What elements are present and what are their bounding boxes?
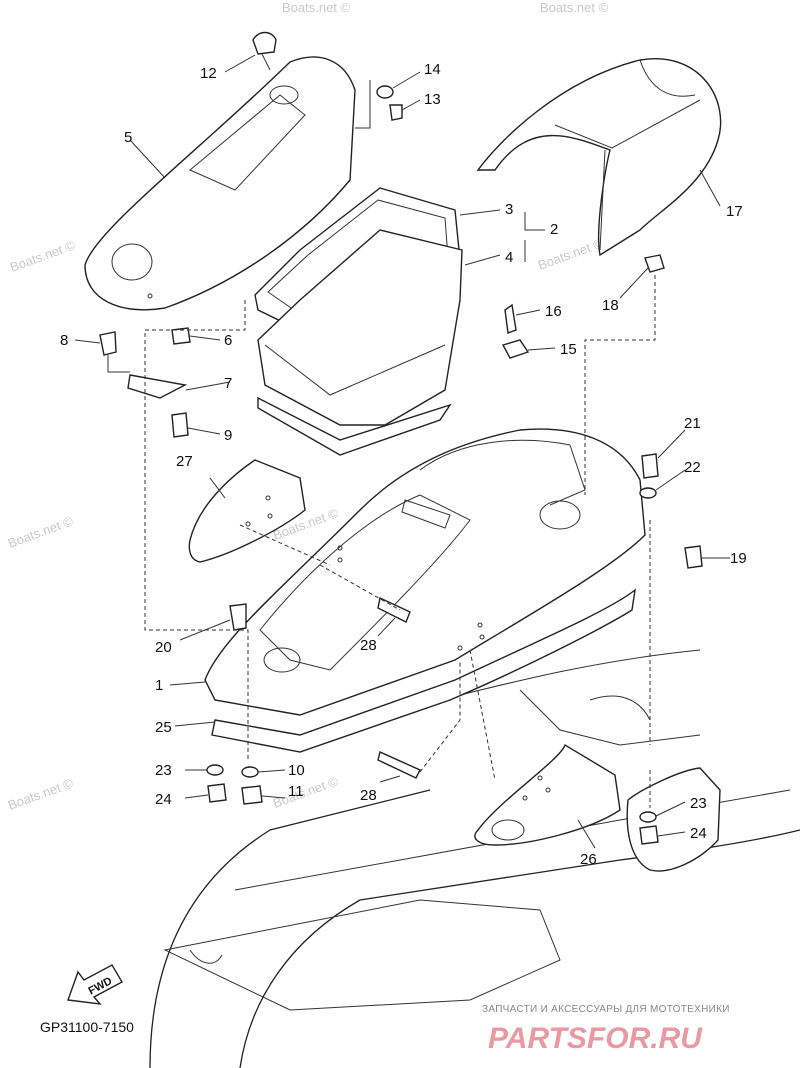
watermark: Boats.net © [536,235,606,273]
part-label-14: 14 [424,61,441,78]
watermark: Boats.net © [271,773,341,811]
part-label-21: 21 [684,415,701,432]
brand-name: PARTSFOR.RU [488,1022,703,1055]
seat-part[interactable] [476,58,722,257]
watermark: Boats.net © [6,775,76,813]
part-label-26: 26 [580,851,597,868]
seat-bracket[interactable] [644,254,665,273]
part-label-24: 24 [155,791,172,808]
part-label-28: 28 [360,787,377,804]
part-label-3: 3 [505,201,513,218]
part-labels: 12 14 13 5 3 2 4 17 16 15 18 8 6 7 9 21 … [60,61,747,868]
part-label-13: 13 [424,91,441,108]
fasteners-left[interactable] [206,596,659,845]
part-label-6: 6 [224,332,232,349]
gunnel-trim[interactable] [211,588,636,753]
brand-tagline: ЗАПЧАСТИ И АКСЕССУАРЫ ДЛЯ МОТОТЕХНИКИ [482,1004,730,1015]
leader-lines [74,54,730,849]
part-label-15: 15 [560,341,577,358]
washer-screw-parts[interactable] [355,80,403,129]
part-label-17: 17 [726,203,743,220]
fwd-arrow-icon: FWD [67,964,123,1005]
part-label-22: 22 [684,459,701,476]
part-label-10: 10 [288,762,305,779]
part-label-25: 25 [155,719,172,736]
part-label-20: 20 [155,639,172,656]
part-label-4: 4 [505,249,513,266]
part-label-23: 23 [690,795,707,812]
watermark: Boats.net © [540,0,609,15]
part-label-7: 7 [224,375,232,392]
storage-bin[interactable] [254,187,463,456]
part-label-23: 23 [155,762,172,779]
side-panel-right[interactable] [474,743,621,846]
part-label-2: 2 [550,221,558,238]
deck-body[interactable] [204,428,646,716]
part-label-16: 16 [545,303,562,320]
part-label-5: 5 [124,129,132,146]
hinge-hardware[interactable] [99,327,191,438]
knob-part[interactable] [252,31,277,71]
latch-parts[interactable] [501,303,530,359]
part-label-19: 19 [730,550,747,567]
watermark: Boats.net © [282,0,351,15]
part-label-24: 24 [690,825,707,842]
part-label-11: 11 [288,783,304,800]
watermark: Boats.net © [6,513,76,551]
part-label-9: 9 [224,427,232,444]
diagram-code: GP31100-7150 [40,1019,134,1035]
part-label-8: 8 [60,332,68,349]
part-label-1: 1 [155,677,163,694]
fasteners-right[interactable] [639,453,703,569]
part-label-18: 18 [602,297,619,314]
part-label-28: 28 [360,637,377,654]
part-label-27: 27 [176,453,193,470]
watermark: Boats.net © [8,237,78,275]
front-hatch-cover[interactable] [84,56,356,311]
part-label-12: 12 [200,65,217,82]
brand-logo: ЗАПЧАСТИ И АКСЕССУАРЫ ДЛЯ МОТОТЕХНИКИ PA… [482,1004,730,1055]
hull-outline [149,649,800,1068]
